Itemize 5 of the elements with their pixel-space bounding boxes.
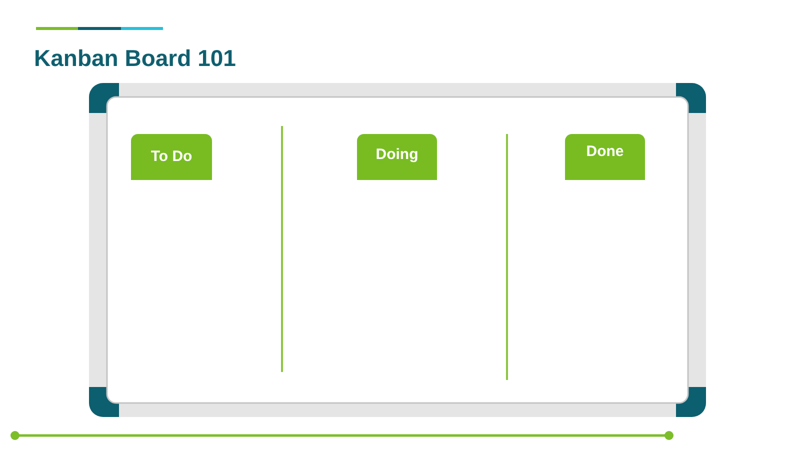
page-title: Kanban Board 101 <box>34 45 236 71</box>
whiteboard <box>89 83 706 417</box>
column-header: To Do <box>131 134 212 180</box>
column-header: Doing <box>357 134 437 180</box>
column-header: Done <box>565 134 645 180</box>
